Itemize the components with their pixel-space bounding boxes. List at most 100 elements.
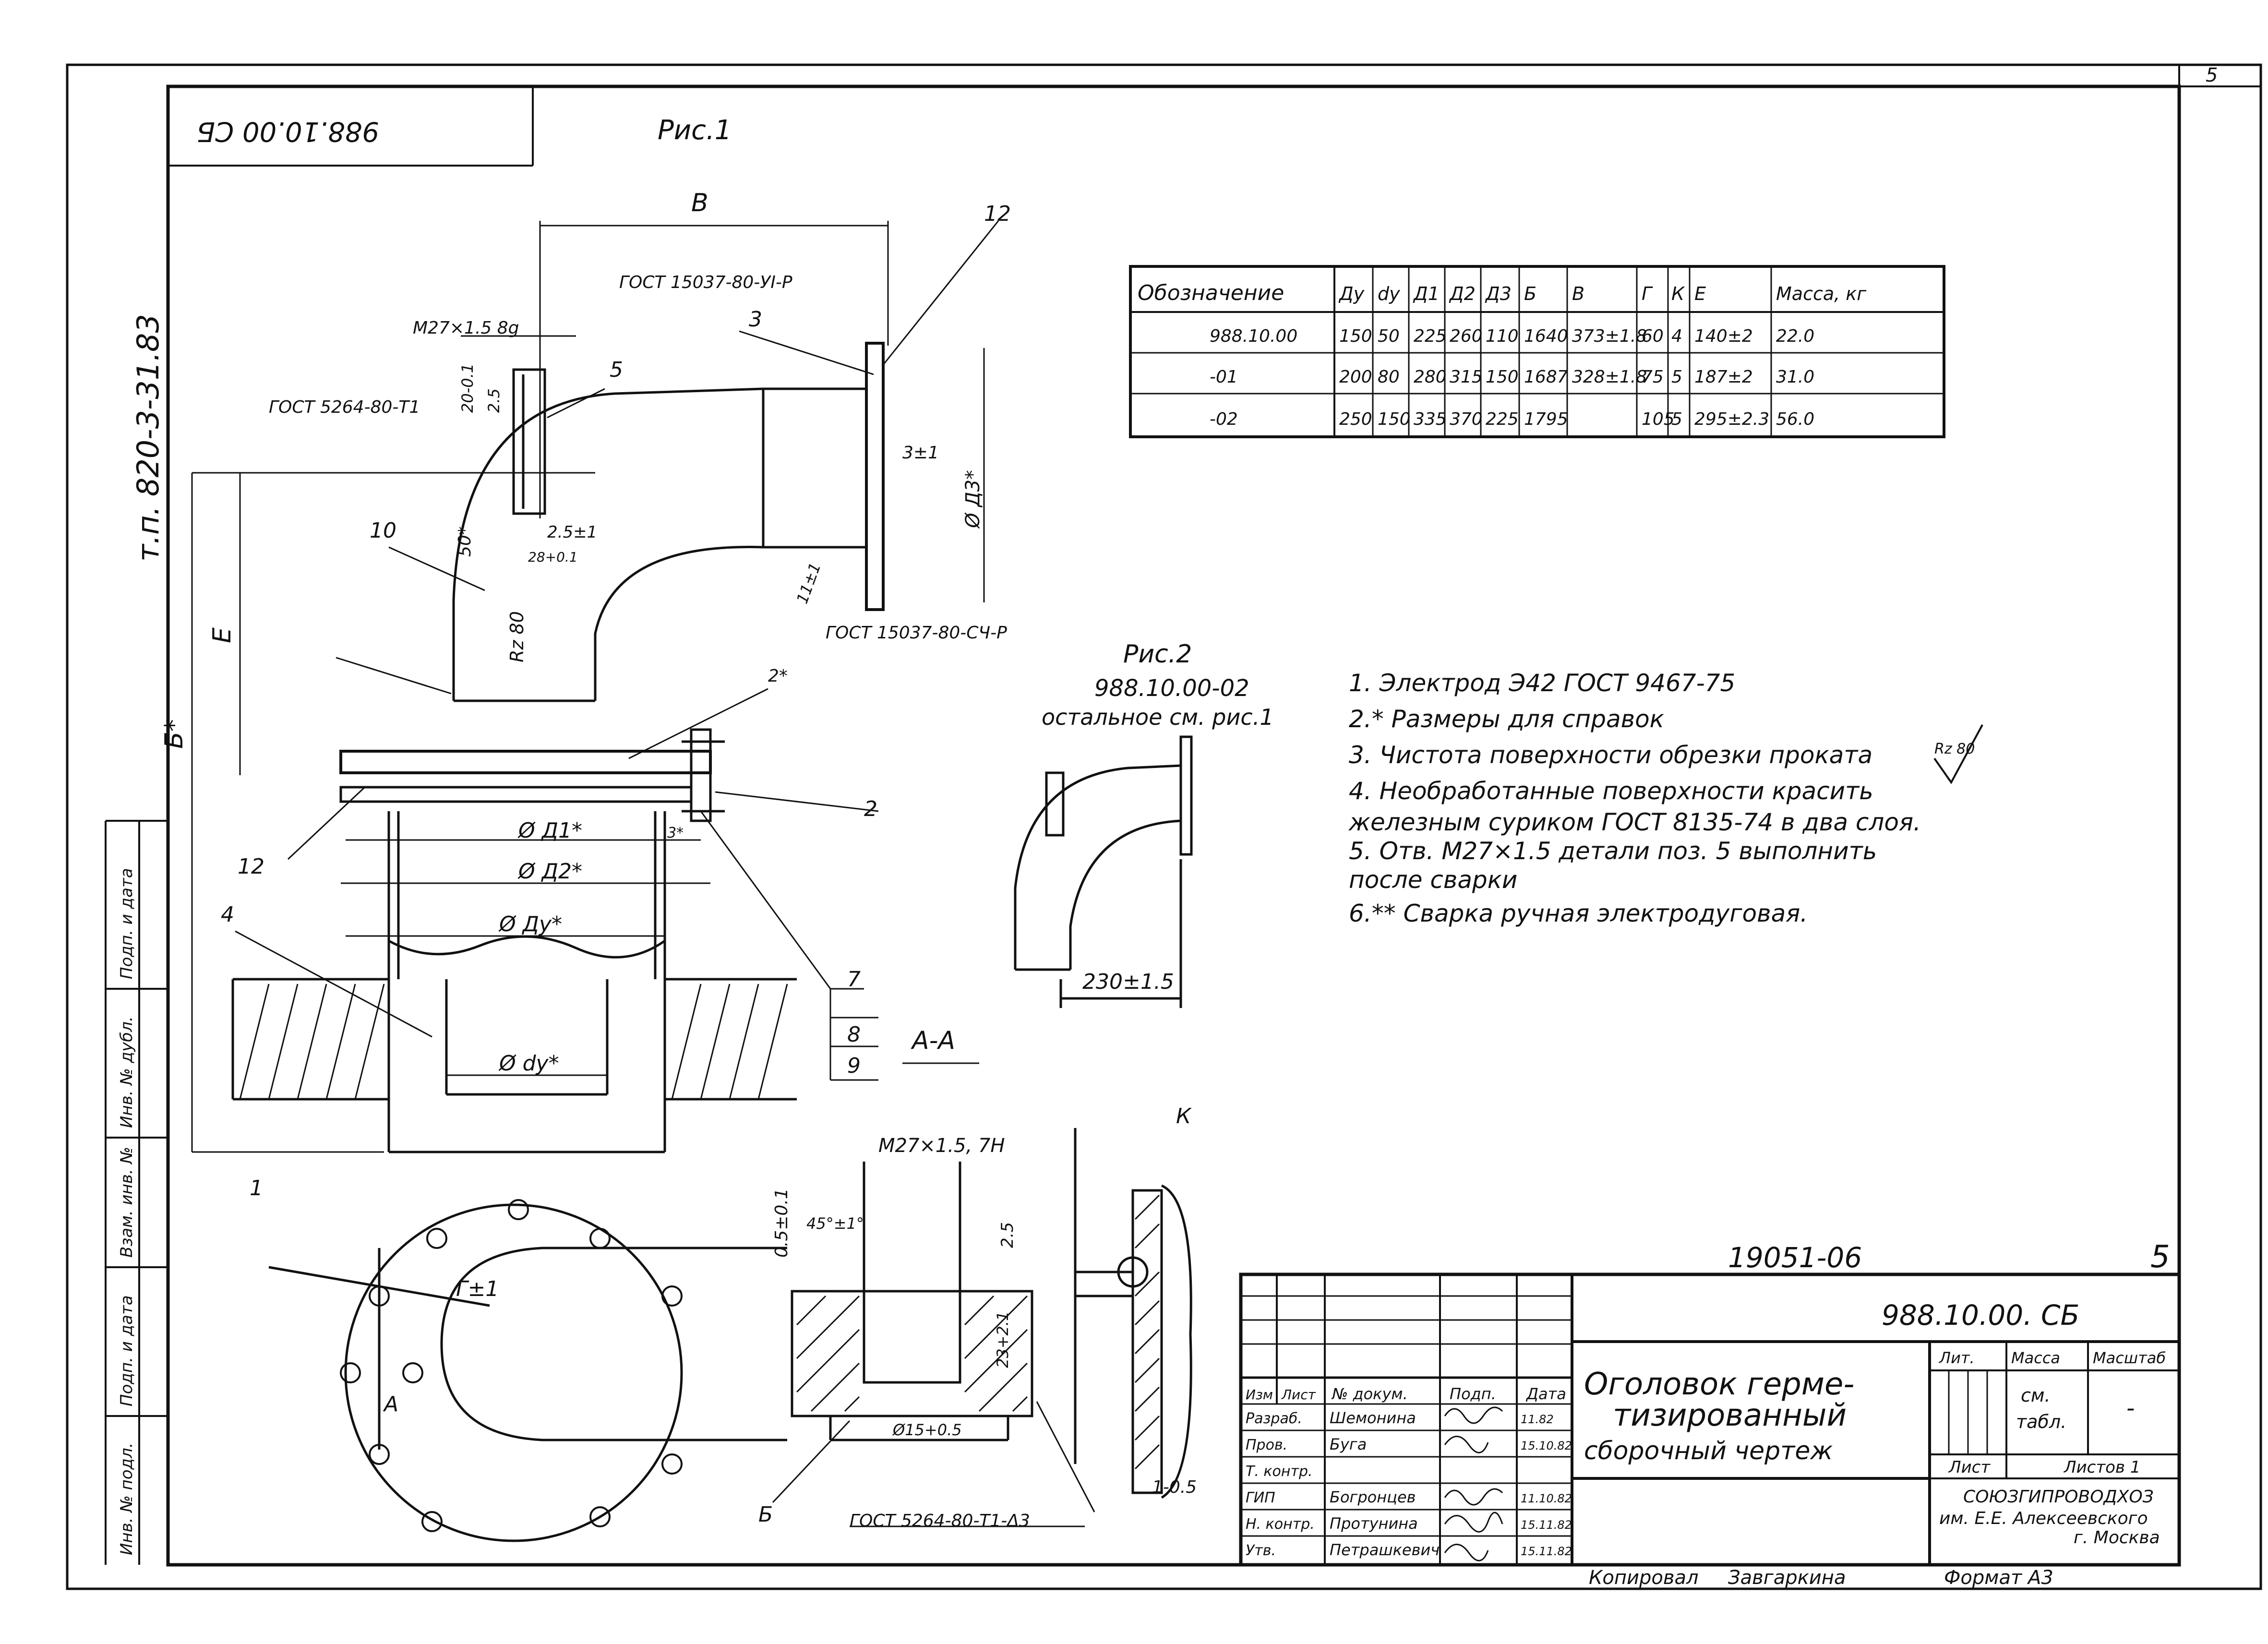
table-cell: 260	[1450, 326, 1483, 346]
table-cell: 335	[1414, 409, 1447, 429]
table-cell: -02	[1210, 409, 1238, 429]
table-cell: 140±2	[1694, 326, 1753, 346]
dim-DZ: Ø Д3*	[962, 470, 984, 529]
gost-flange-top: ГОСТ 15037-80-УI-Р	[619, 273, 792, 292]
dim-11-1: 11±1	[793, 560, 825, 606]
note-4: 4. Необработанные поверхности красить	[1349, 777, 1873, 805]
table-cell: 295±2.3	[1694, 409, 1769, 429]
gost-flange-bottom: ГОСТ 15037-80-СЧ-Р	[826, 623, 1007, 643]
star-mark: 2*	[768, 666, 788, 686]
title-block-role: Пров.	[1246, 1437, 1287, 1453]
thread-top: М27×1.5 8g	[413, 318, 519, 338]
table-cell: 31.0	[1776, 367, 1814, 387]
table-cell: 1795	[1524, 409, 1568, 429]
title-block-name: Буга	[1330, 1435, 1367, 1453]
col-izm: Изм	[1246, 1387, 1273, 1403]
fig2-designation: 988.10.00-02	[1094, 675, 1249, 702]
footer-copier-name: Завгаркина	[1728, 1567, 1846, 1589]
plan-bolt-holes	[340, 1199, 683, 1532]
dim-50: 50*	[455, 526, 475, 557]
footer-copied: Копировал	[1589, 1567, 1699, 1589]
callout-10: 10	[370, 518, 396, 543]
note-5: 5. Отв. М27×1.5 детали поз. 5 выполнить	[1349, 837, 1877, 865]
table-cell: 105	[1642, 409, 1675, 429]
title-block-name: Петрашкевич	[1330, 1541, 1440, 1559]
fig2-drawing	[1014, 735, 1193, 1008]
signatures	[1444, 1406, 1503, 1561]
fig2-note: остальное см. рис.1	[1042, 704, 1274, 730]
callout-5: 5	[610, 358, 623, 382]
title-block-name: Богронцев	[1330, 1488, 1416, 1506]
table-cell: 280	[1414, 367, 1447, 387]
table-cell: 150	[1339, 326, 1372, 346]
gost-bottom: ГОСТ 5264-80-Т1-Δ3	[850, 1511, 1030, 1531]
side-section-hatch	[1134, 1194, 1160, 1470]
table-header-cell: Б	[1524, 283, 1536, 304]
dim-G: Г±1	[456, 1277, 499, 1301]
fig2-title: Рис.2	[1123, 640, 1192, 669]
scale-header: Масштаб	[2093, 1349, 2166, 1367]
label-B: Б	[758, 1502, 773, 1527]
callout-12: 12	[238, 854, 264, 879]
dim-Dy: Ø Ду*	[498, 912, 562, 936]
org-line-3: г. Москва	[2074, 1528, 2160, 1548]
detail-hatch	[796, 1295, 1028, 1412]
roughness-80: Rz 80	[506, 611, 528, 662]
callout-11: 12	[984, 202, 1011, 226]
note-3: 3. Чистота поверхности обрезки проката	[1349, 741, 1872, 769]
table-header-cell: Масса, кг	[1776, 283, 1867, 304]
callout-4: 4	[221, 902, 234, 927]
table-header-cell: dу	[1378, 283, 1400, 304]
side-section	[1074, 1128, 1192, 1499]
title-line-2: тизированный	[1613, 1398, 1847, 1433]
table-cell: 50	[1378, 326, 1400, 346]
title-block-date: 15.11.82	[1521, 1518, 1572, 1532]
table-cell: 150	[1378, 409, 1411, 429]
note3-roughness: Rz 80	[1934, 741, 1975, 757]
title-block-sheet-number: 5	[2150, 1239, 2170, 1275]
table-header-cell: Д2	[1449, 283, 1476, 304]
title-block-date: 15.10.82	[1521, 1439, 1572, 1452]
dim-23: 23+2.1	[994, 1311, 1012, 1368]
callout-8: 8	[847, 1022, 861, 1047]
dim-2-5-1: 2.5±1	[547, 523, 597, 542]
stamp-box	[168, 86, 534, 167]
fig1-leaders	[235, 220, 999, 1081]
org-line-1: СОЮЗГИПРОВОДХОЗ	[1963, 1487, 2154, 1507]
footer-format: Формат А3	[1944, 1567, 2053, 1589]
note-5b: после сварки	[1349, 866, 1517, 894]
callout-7: 7	[847, 967, 861, 992]
slab-hatch	[239, 984, 788, 1100]
callout-1: 1	[250, 1176, 263, 1200]
table-cell: 75	[1642, 367, 1664, 387]
col-docnum: № докум.	[1331, 1385, 1408, 1403]
table-header-cell: Е	[1694, 283, 1706, 304]
title-block-designation: 988.10.00. СБ	[1882, 1299, 2079, 1332]
table-cell: 1640	[1524, 326, 1568, 346]
table-cell: 250	[1339, 409, 1372, 429]
table-header-cell: Д1	[1413, 283, 1440, 304]
dim-3-star: 3*	[667, 825, 684, 841]
dim-K: К	[1176, 1104, 1192, 1128]
table-cell: 4	[1671, 326, 1682, 346]
note-4b: железным суриком ГОСТ 8135-74 в два слоя…	[1348, 808, 1921, 836]
dim-dy: Ø dу*	[498, 1051, 559, 1076]
lit-header: Лит.	[1939, 1349, 1975, 1367]
dim-15: Ø15+0.5	[892, 1421, 962, 1439]
side-code: т.п. 820-3-31.83	[131, 314, 166, 562]
callout-3: 3	[749, 307, 762, 332]
dim-2-5: 2.5	[485, 388, 503, 413]
table-header-cell: Г	[1642, 283, 1653, 304]
side-stamp-3: Взам. инв. №	[117, 1147, 136, 1258]
stamp-box-text: 988.10.00 СБ	[197, 116, 379, 147]
title-block-role: Утв.	[1246, 1542, 1276, 1559]
title-block-role: Н. контр.	[1246, 1516, 1315, 1533]
dim-E: Е	[208, 627, 237, 643]
mass-header: Масса	[2011, 1349, 2060, 1367]
dim-angle: 45°±1°	[806, 1214, 864, 1233]
fig2-dimension: 230±1.5	[1082, 970, 1174, 994]
side-stamp-5: Подп. и дата	[117, 868, 136, 979]
table-cell: 150	[1486, 367, 1519, 387]
dim-D1: Ø Д1*	[517, 818, 582, 843]
